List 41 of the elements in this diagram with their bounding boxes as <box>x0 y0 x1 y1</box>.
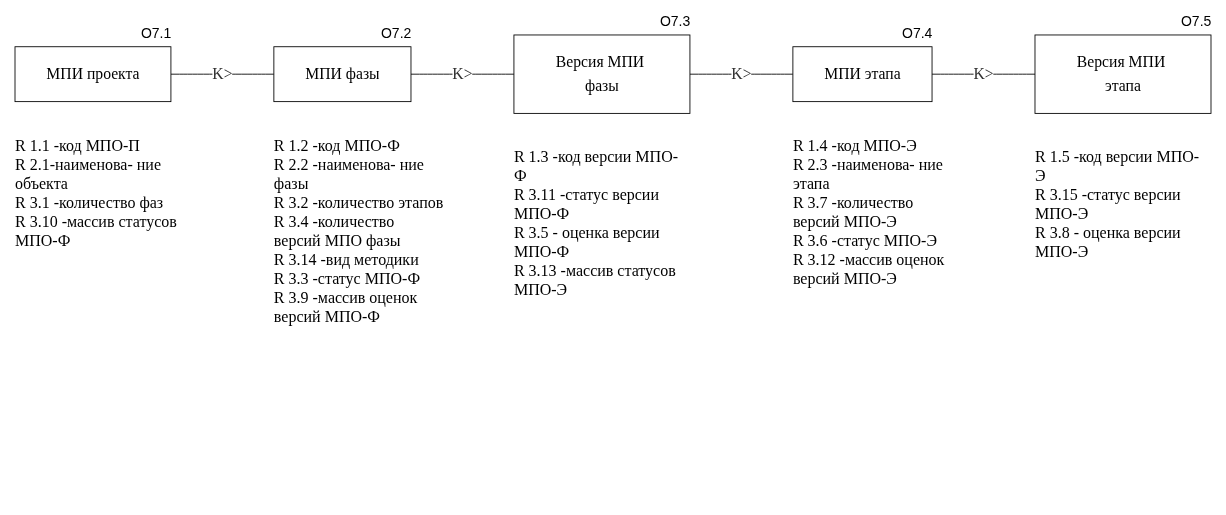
node-caption: O7.3 <box>659 12 691 29</box>
edge-label: K> <box>973 65 994 83</box>
attribute-text: R 1.4 -код МПО-Э <box>792 135 918 155</box>
attribute-text: R 1.2 -код МПО-Ф <box>273 135 401 155</box>
attribute-text: R 1.3 -код версии МПО-Ф <box>513 147 679 186</box>
attribute-text: R 3.5 - оценка версии МПО-Ф <box>513 223 661 262</box>
node-caption: O7.2 <box>380 24 412 41</box>
attribute-text: R 3.6 -статус МПО-Э <box>792 231 938 250</box>
edge-label: K> <box>731 65 752 83</box>
attribute-text: R 3.14 -вид методики <box>273 250 420 269</box>
attribute-text: R 1.1 -код МПО-П <box>15 135 141 155</box>
attribute-text: R 2.2 -наименова- ние фазы <box>273 155 425 193</box>
edge-label: K> <box>212 65 233 83</box>
node-box: Версия МПИ этапа <box>1034 34 1212 114</box>
connector <box>931 73 1036 75</box>
attribute-text: R 3.12 -массив оценок версий МПО-Э <box>792 250 946 288</box>
attribute-text: R 3.13 -массив статусов МПО-Э <box>513 261 677 300</box>
connector <box>410 73 515 75</box>
node-box: МПИ проекта <box>14 46 172 103</box>
edge-label: K> <box>452 65 473 83</box>
attribute-text: R 3.4 -количество версий МПО фазы <box>273 211 402 250</box>
attribute-text: R 2.1-наименова- ние объекта <box>15 155 162 193</box>
attribute-text: R 3.15 -статус версии МПО-Э <box>1035 185 1182 224</box>
attribute-text: R 3.2 -количество этапов <box>273 193 444 212</box>
attribute-text: R 1.5 -код версии МПО-Э <box>1035 147 1201 186</box>
node-box: Версия МПИ фазы <box>513 34 691 114</box>
node-caption: O7.5 <box>1181 12 1212 29</box>
attribute-text: R 3.9 -массив оценок версий МПО-Ф <box>273 288 419 326</box>
node-caption: O7.4 <box>902 24 933 41</box>
attribute-text: R 3.3 -статус МПО-Ф <box>273 269 422 288</box>
node-box: МПИ фазы <box>273 46 412 103</box>
connector <box>689 73 794 75</box>
node-caption: O7.1 <box>140 24 172 41</box>
attribute-text: R 3.7 -количество версий МПО-Э <box>792 192 915 231</box>
attribute-text: R 3.11 -статус версии МПО-Ф <box>513 185 660 224</box>
attribute-text: R 3.10 -массив статусов МПО-Ф <box>15 212 178 250</box>
connector <box>170 73 275 75</box>
attribute-text: R 2.3 -наименова- ние этапа <box>792 155 944 193</box>
attribute-text: R 3.1 -количество фаз <box>15 192 165 212</box>
node-box: МПИ этапа <box>792 46 933 103</box>
attribute-text: R 3.8 - оценка версии МПО-Э <box>1035 223 1182 262</box>
